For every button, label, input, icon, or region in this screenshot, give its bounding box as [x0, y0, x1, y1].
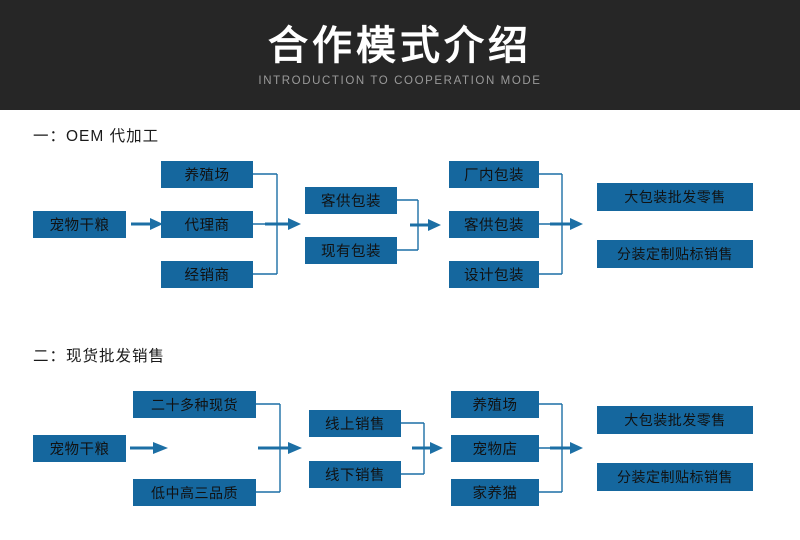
node-stock-three-quality-grades[interactable]: 低中高三品质: [133, 479, 256, 506]
node-channel-farm[interactable]: 养殖场: [161, 161, 253, 188]
node-sales-channel-online[interactable]: 线上销售: [309, 410, 401, 437]
node-customer-farm[interactable]: 养殖场: [451, 391, 539, 418]
node-customer-pet-shop[interactable]: 宠物店: [451, 435, 539, 462]
node-packaging-customer-supplied-2[interactable]: 客供包装: [449, 211, 539, 238]
node-sales-repack-custom-label[interactable]: 分装定制贴标销售: [597, 240, 753, 268]
node-sales-repack-custom-label-2[interactable]: 分装定制贴标销售: [597, 463, 753, 491]
page-title: 合作模式介绍: [268, 24, 532, 68]
node-stock-twenty-varieties[interactable]: 二十多种现货: [133, 391, 256, 418]
flow-diagram-oem: 宠物干粮 养殖场 代理商 经销商 客供包装 现有包装 厂内包装 客供包装 设计包…: [0, 150, 800, 295]
flow-diagram-wholesale: 宠物干粮 二十多种现货 低中高三品质 线上销售 线下销售 养殖场 宠物店 家养猫…: [0, 380, 800, 510]
node-channel-distributor[interactable]: 经销商: [161, 261, 253, 288]
node-packaging-customer-supplied[interactable]: 客供包装: [305, 187, 397, 214]
node-channel-agent[interactable]: 代理商: [161, 211, 253, 238]
node-customer-home-cat[interactable]: 家养猫: [451, 479, 539, 506]
node-sales-channel-offline[interactable]: 线下销售: [309, 461, 401, 488]
node-sales-bulk-wholesale-retail[interactable]: 大包装批发零售: [597, 183, 753, 211]
section-heading-oem: 一：OEM 代加工: [33, 128, 160, 145]
section-heading-wholesale: 二：现货批发销售: [33, 348, 166, 365]
node-packaging-in-factory[interactable]: 厂内包装: [449, 161, 539, 188]
node-source-dry-food[interactable]: 宠物干粮: [33, 211, 126, 238]
node-packaging-designed[interactable]: 设计包装: [449, 261, 539, 288]
page-subtitle: INTRODUCTION TO COOPERATION MODE: [258, 75, 542, 87]
node-source-dry-food-2[interactable]: 宠物干粮: [33, 435, 126, 462]
node-sales-bulk-wholesale-retail-2[interactable]: 大包装批发零售: [597, 406, 753, 434]
page-header-banner: 合作模式介绍 INTRODUCTION TO COOPERATION MODE: [0, 0, 800, 110]
node-packaging-existing[interactable]: 现有包装: [305, 237, 397, 264]
